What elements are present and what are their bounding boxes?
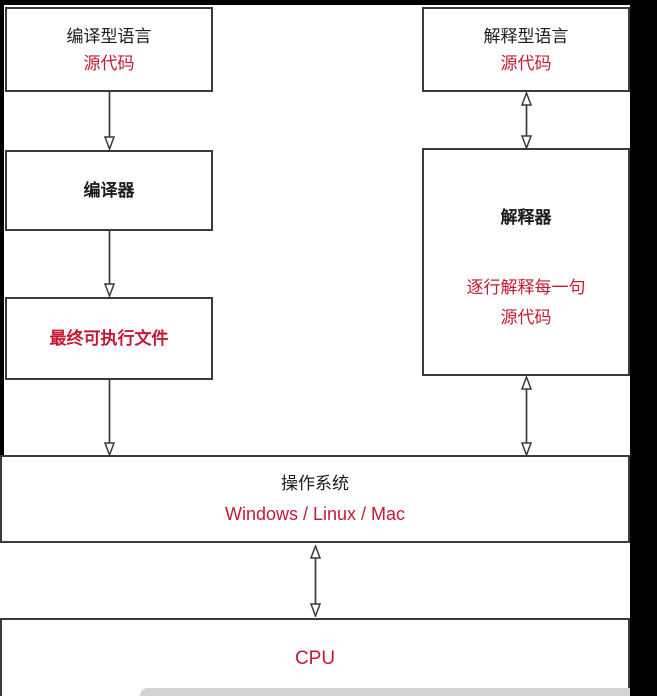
- double-arrow-source-to-interpreter: [520, 92, 533, 149]
- os-label: 操作系统: [281, 474, 349, 493]
- interpreter-note-line2: 源代码: [500, 308, 552, 327]
- compiler-box: 编译器: [5, 150, 213, 231]
- interpreter-note: 逐行解释每一句 源代码: [467, 273, 586, 333]
- compiled-source-subtitle: 源代码: [83, 53, 135, 73]
- interpreter-label: 解释器: [500, 208, 552, 227]
- double-arrow-os-to-cpu: [309, 545, 322, 617]
- cpu-box: CPU: [0, 618, 630, 696]
- canvas-left-gap: [0, 543, 4, 618]
- executable-label: 最终可执行文件: [49, 329, 169, 348]
- down-arrow-source-to-compiler: [103, 92, 116, 150]
- interpreted-source-subtitle: 源代码: [500, 53, 552, 73]
- bottom-rounded-overlay: [140, 688, 630, 696]
- compiler-label: 编译器: [83, 181, 135, 200]
- os-box: 操作系统 Windows / Linux / Mac: [0, 455, 630, 543]
- compiled-source-title: 编译型语言: [66, 26, 152, 46]
- compiled-source-box: 编译型语言 源代码: [5, 7, 213, 92]
- down-arrow-executable-to-os: [103, 380, 116, 456]
- down-arrow-compiler-to-executable: [103, 231, 116, 297]
- cpu-label: CPU: [294, 648, 336, 669]
- interpreted-source-box: 解释型语言 源代码: [422, 7, 630, 92]
- interpreter-box: 解释器 逐行解释每一句 源代码: [422, 148, 630, 376]
- double-arrow-interpreter-to-os: [520, 376, 533, 456]
- interpreted-source-title: 解释型语言: [483, 26, 569, 46]
- interpreter-note-line1: 逐行解释每一句: [466, 278, 586, 297]
- os-sublabel: Windows / Linux / Mac: [224, 504, 406, 524]
- executable-box: 最终可执行文件: [5, 297, 213, 380]
